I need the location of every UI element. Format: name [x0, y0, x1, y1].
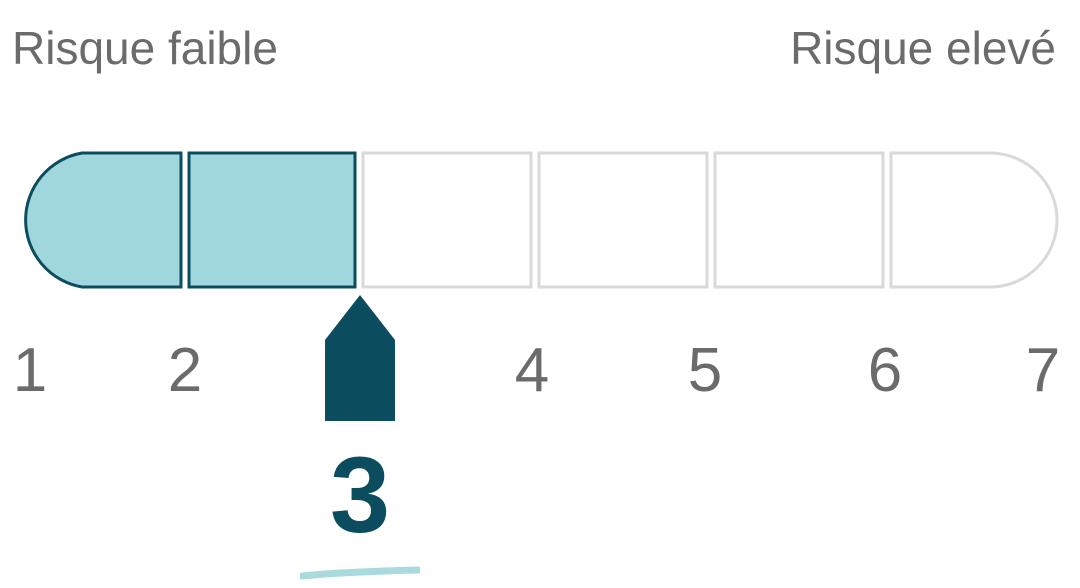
risk-segment-3 [361, 151, 533, 289]
risk-segment-2 [187, 151, 357, 289]
high-risk-label: Risque elevé [790, 22, 1056, 74]
risk-segment-6 [889, 151, 1059, 289]
risk-scale-bar [24, 151, 1059, 289]
value-underline [300, 566, 420, 580]
risk-segment-5 [713, 151, 885, 289]
scale-number-1: 1 [12, 336, 48, 405]
low-risk-label: Risque faible [12, 22, 278, 74]
scale-number-4: 4 [514, 336, 550, 405]
selected-risk-value: 3 [329, 434, 391, 555]
arrow-up-marker-icon [325, 295, 395, 421]
scale-number-2: 2 [167, 336, 203, 405]
scale-number-7: 7 [1025, 336, 1061, 405]
risk-segment-1 [24, 151, 183, 289]
scale-number-5: 5 [687, 336, 723, 405]
risk-segment-4 [537, 151, 709, 289]
scale-number-6: 6 [867, 336, 903, 405]
